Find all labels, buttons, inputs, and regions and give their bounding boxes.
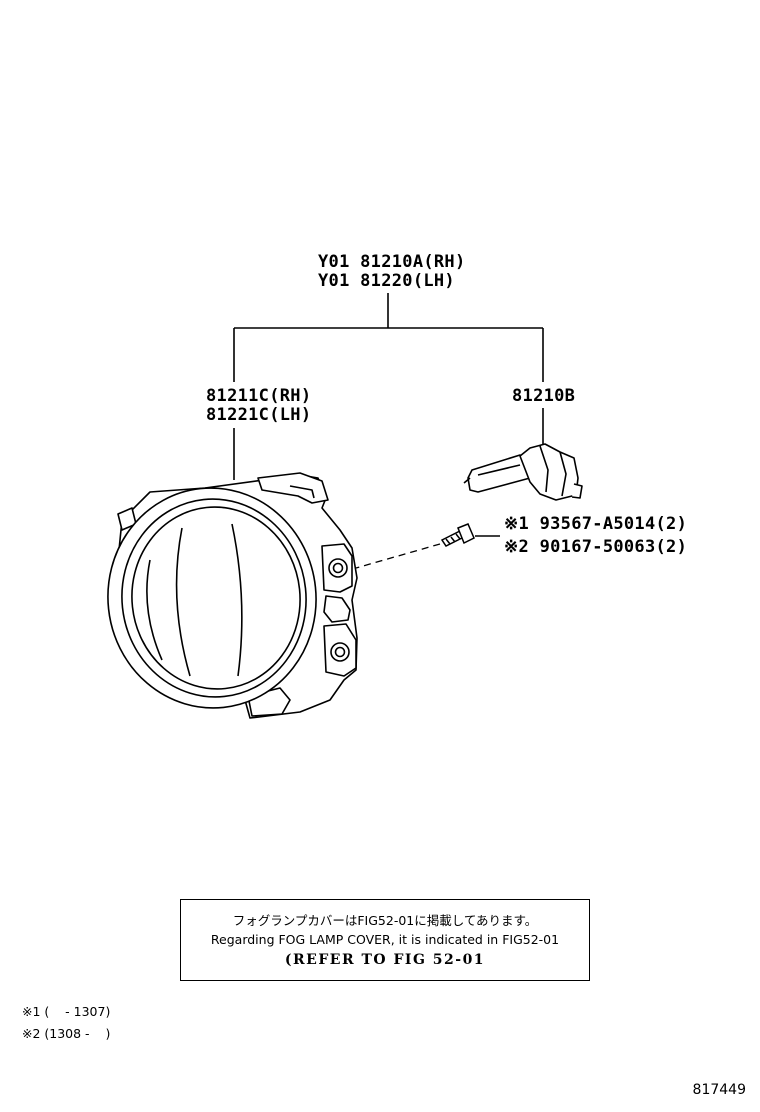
bulb-label: 81210B bbox=[512, 386, 576, 406]
housing-rh-label: 81211C(RH) bbox=[206, 386, 312, 406]
bulb-icon bbox=[463, 443, 583, 501]
screw-leader-dashed bbox=[355, 543, 441, 569]
fog-lamp-housing-icon bbox=[107, 472, 358, 719]
note-line-english: Regarding FOG LAMP COVER, it is indicate… bbox=[210, 932, 560, 947]
leader-lines bbox=[233, 293, 544, 537]
reference-note-box: フォグランプカバーはFIG52-01に掲載してあります。 Regarding F… bbox=[180, 899, 590, 981]
housing-lh-label: 81221C(LH) bbox=[206, 405, 312, 425]
assembly-rh-label: Y01 81210A(RH) bbox=[318, 252, 466, 272]
screw-icon bbox=[440, 523, 475, 547]
figure-number: 817449 bbox=[692, 1082, 746, 1098]
screw1-label: ※1 93567-A5014(2) bbox=[504, 514, 688, 534]
assembly-lh-label: Y01 81220(LH) bbox=[318, 271, 455, 291]
note-line-japanese: フォグランプカバーはFIG52-01に掲載してあります。 bbox=[232, 913, 538, 928]
footnote-1: ※1 ( - 1307) bbox=[22, 1004, 111, 1019]
note-line-reference: (REFER TO FIG 52-01 bbox=[284, 952, 486, 968]
footnote-2: ※2 (1308 - ) bbox=[22, 1026, 111, 1041]
screw2-label: ※2 90167-50063(2) bbox=[504, 537, 688, 557]
